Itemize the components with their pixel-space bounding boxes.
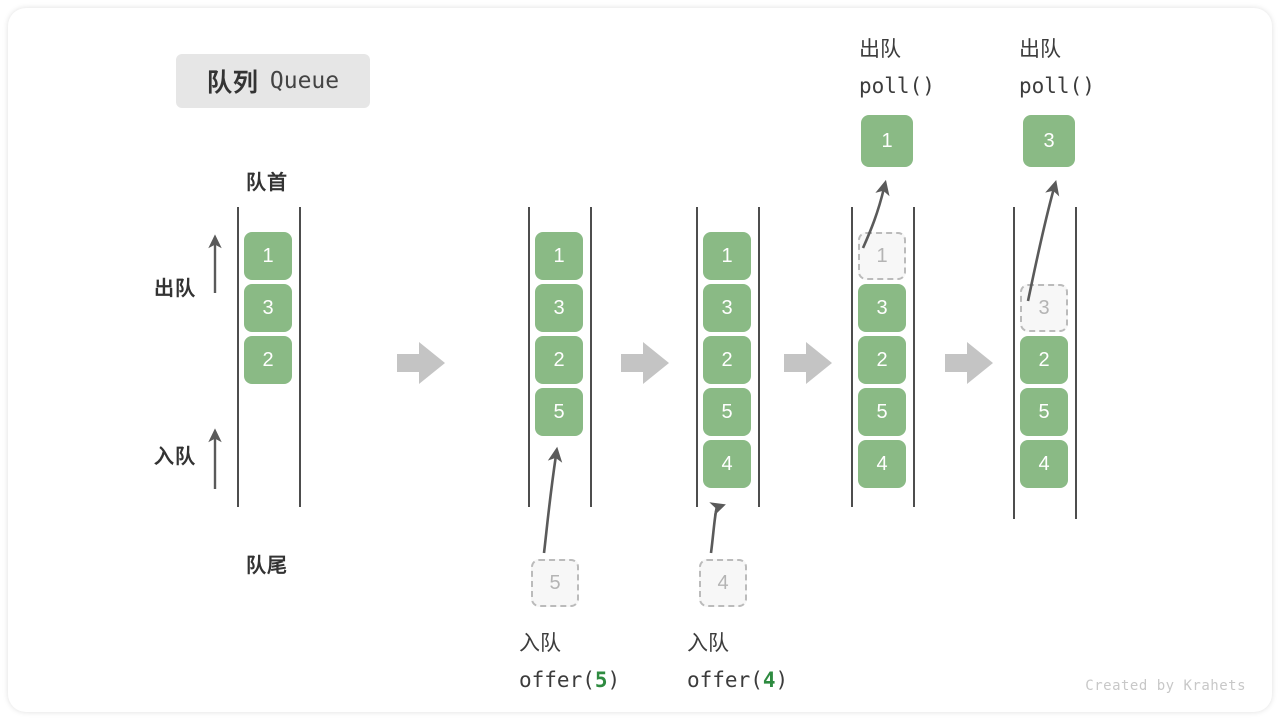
- queue-cell: 2: [858, 336, 906, 384]
- queue-cell: 3: [535, 284, 583, 332]
- queue-rail-left: [1013, 207, 1015, 519]
- outgoing-ghost-cell: 3: [1020, 284, 1068, 332]
- queue-cell: 5: [858, 388, 906, 436]
- queue-cell-new: 4: [703, 440, 751, 488]
- title-english: Queue: [269, 68, 340, 94]
- dequeue-operation-label-3: 出队 poll(): [1019, 32, 1095, 104]
- queue-cell: 2: [244, 336, 292, 384]
- code-value: 5: [594, 668, 608, 692]
- step-arrow-icon-1: [397, 342, 445, 384]
- queue-cell: 3: [858, 284, 906, 332]
- queue-cell: 2: [535, 336, 583, 384]
- queue-head-label: 队首: [246, 172, 288, 194]
- operation-code: offer(4): [687, 662, 788, 698]
- operation-code: poll(): [1019, 74, 1095, 98]
- queue-cell: 1: [535, 232, 583, 280]
- diagram-title-badge: 队列 Queue: [176, 54, 370, 108]
- operation-name-cn: 出队: [1019, 38, 1061, 61]
- incoming-ghost-cell: 5: [531, 559, 579, 607]
- code-suffix: ): [775, 668, 789, 692]
- step-arrow-icon-4: [945, 342, 993, 384]
- enqueue-motion-arrow-4: [709, 502, 726, 554]
- operation-code: offer(5): [519, 662, 620, 698]
- queue-cell: 4: [1020, 440, 1068, 488]
- queue-cell-new: 5: [535, 388, 583, 436]
- queue-rail-right: [913, 207, 915, 507]
- queue-rail-right: [758, 207, 760, 507]
- dequeue-operation-label-1: 出队 poll(): [859, 32, 935, 104]
- diagram-card: 队列 Queue 队首 出队 入队 队尾 1 3 2 1 3 2 5 5 入队 …: [8, 8, 1272, 712]
- watermark-credit: Created by Krahets: [1085, 678, 1246, 694]
- operation-code: poll(): [859, 74, 935, 98]
- operation-name-cn: 出队: [859, 38, 901, 61]
- queue-cell: 5: [703, 388, 751, 436]
- enqueue-direction-label: 入队: [154, 446, 196, 468]
- ejected-cell: 1: [861, 115, 913, 167]
- enqueue-operation-label-5: 入队 offer(5): [519, 626, 620, 698]
- queue-rail-right: [299, 207, 301, 507]
- queue-cell: 1: [244, 232, 292, 280]
- arrow-overlay: [208, 179, 1060, 554]
- queue-rail-left: [696, 207, 698, 507]
- enqueue-operation-label-4: 入队 offer(4): [687, 626, 788, 698]
- queue-rail-right: [590, 207, 592, 507]
- operation-name-cn: 入队: [519, 632, 561, 655]
- enqueue-motion-arrow-5: [542, 446, 563, 554]
- code-prefix: offer(: [687, 668, 763, 692]
- queue-tail-label: 队尾: [246, 555, 288, 577]
- title-chinese: 队列: [206, 69, 259, 97]
- step-arrow-icon-3: [784, 342, 832, 384]
- operation-name-cn: 入队: [687, 632, 729, 655]
- dequeue-direction-label: 出队: [154, 278, 196, 300]
- queue-rail-left: [237, 207, 239, 507]
- queue-cell: 3: [244, 284, 292, 332]
- incoming-ghost-cell: 4: [699, 559, 747, 607]
- queue-cell: 1: [703, 232, 751, 280]
- queue-rail-right: [1075, 207, 1077, 519]
- outgoing-ghost-cell: 1: [858, 232, 906, 280]
- step-arrow-icon-2: [621, 342, 669, 384]
- queue-cell: 4: [858, 440, 906, 488]
- queue-cell: 2: [1020, 336, 1068, 384]
- ejected-cell: 3: [1023, 115, 1075, 167]
- queue-cell: 3: [703, 284, 751, 332]
- queue-rail-left: [851, 207, 853, 507]
- queue-rail-left: [528, 207, 530, 507]
- code-prefix: offer(: [519, 668, 595, 692]
- queue-cell: 5: [1020, 388, 1068, 436]
- code-suffix: ): [607, 668, 621, 692]
- queue-cell: 2: [703, 336, 751, 384]
- code-value: 4: [762, 668, 776, 692]
